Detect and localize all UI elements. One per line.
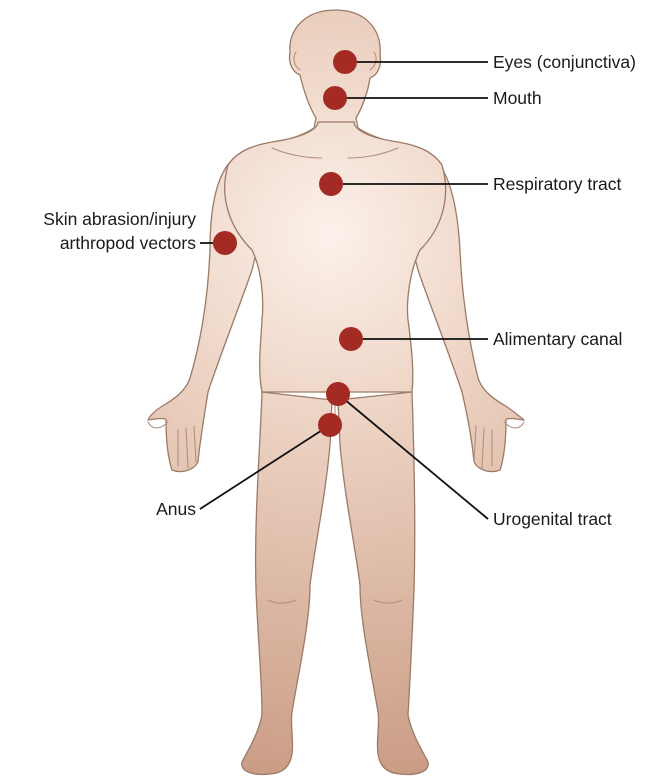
left-leg (242, 392, 332, 775)
torso (225, 122, 446, 392)
marker-mouth (323, 86, 347, 110)
marker-respiratory (319, 172, 343, 196)
marker-skin (213, 231, 237, 255)
marker-anus (318, 413, 342, 437)
label-anus: Anus (156, 499, 196, 519)
label-alimentary: Alimentary canal (493, 329, 622, 349)
marker-eyes (333, 50, 357, 74)
right-leg (338, 392, 428, 775)
label-respiratory: Respiratory tract (493, 174, 622, 194)
marker-urogenital (326, 382, 350, 406)
label-eyes: Eyes (conjunctiva) (493, 52, 636, 72)
left-thumb (148, 422, 168, 428)
label-urogenital: Urogenital tract (493, 509, 612, 529)
label-skin-line2: arthropod vectors (60, 233, 196, 253)
label-mouth: Mouth (493, 88, 542, 108)
right-thumb (504, 422, 524, 428)
marker-alimentary (339, 327, 363, 351)
label-skin-line1: Skin abrasion/injury (43, 209, 196, 229)
